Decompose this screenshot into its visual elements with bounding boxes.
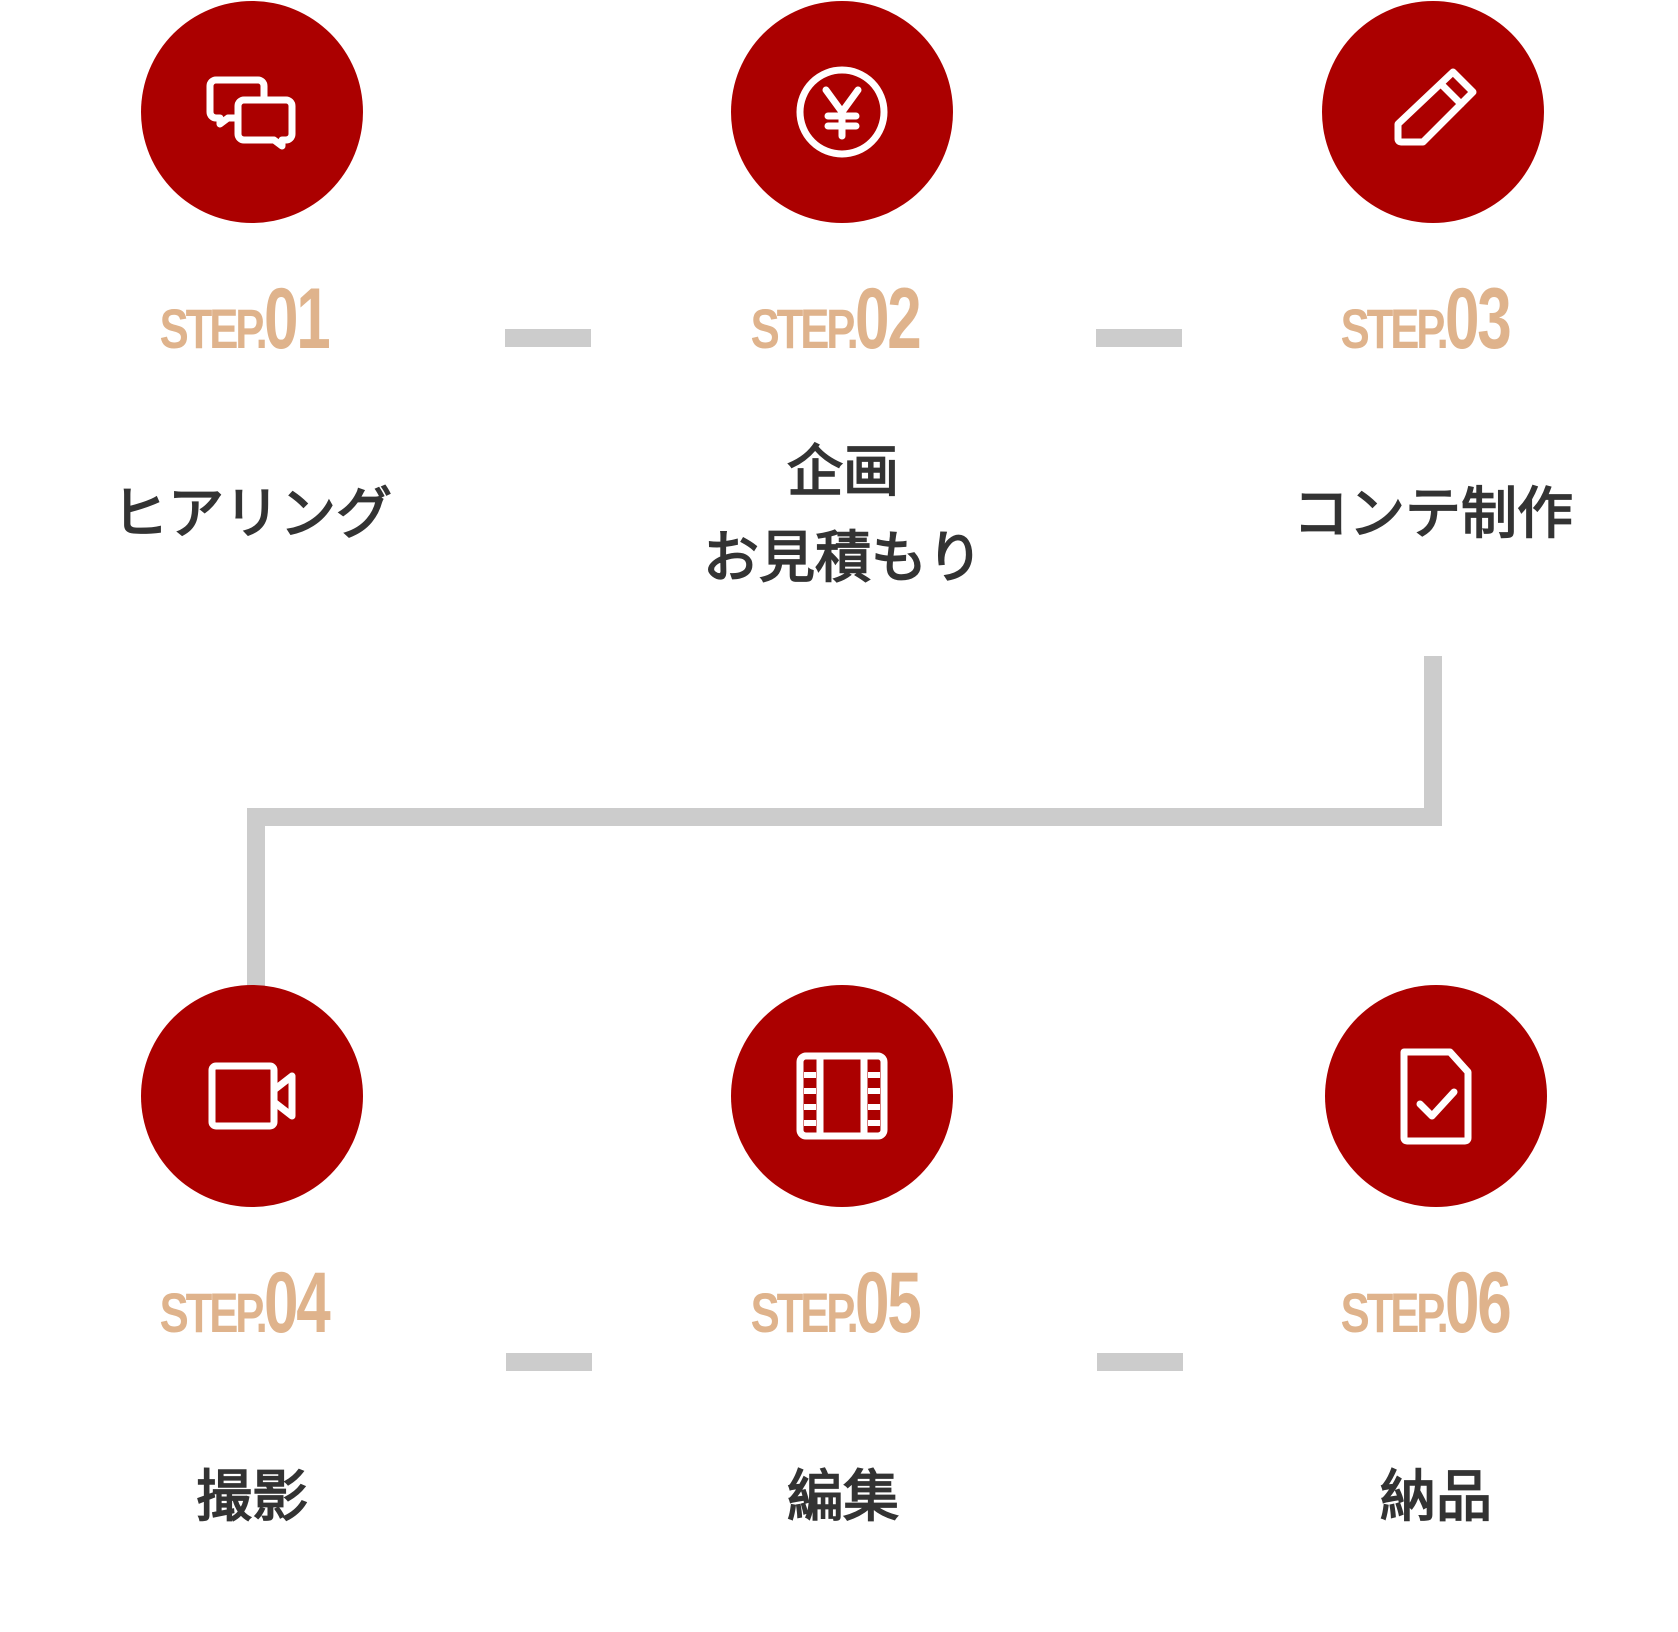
step-prefix: STEP. — [159, 1281, 267, 1344]
title-line: 撮影 — [196, 1465, 308, 1530]
step-01-title: ヒアリング — [42, 472, 462, 558]
title-line: 編集 — [787, 1465, 899, 1530]
yen-coin-icon — [796, 66, 888, 158]
film-strip-icon — [796, 1052, 888, 1140]
title-line: ヒアリング — [112, 482, 392, 547]
connector-01-02 — [505, 329, 591, 347]
connector-03-down — [1424, 656, 1442, 826]
step-03-title: コンテ制作 — [1223, 472, 1643, 558]
step-06-title: 納品 — [1226, 1455, 1646, 1541]
connector-02-03 — [1096, 329, 1182, 347]
step-prefix: STEP. — [159, 297, 267, 360]
title-line: 企画 — [787, 440, 899, 505]
step-number: 02 — [855, 271, 922, 367]
step-02-label: STEP.02 — [693, 276, 993, 362]
step-prefix: STEP. — [750, 297, 858, 360]
step-number: 05 — [855, 1255, 922, 1351]
connector-05-06 — [1097, 1353, 1183, 1371]
connector-04-down — [247, 808, 265, 986]
step-04-label: STEP.04 — [102, 1260, 402, 1346]
connector-04-05 — [506, 1353, 592, 1371]
step-prefix: STEP. — [1340, 297, 1448, 360]
video-camera-icon — [208, 1062, 296, 1130]
step-prefix: STEP. — [750, 1281, 858, 1344]
step-05-title: 編集 — [633, 1455, 1053, 1541]
title-line: 納品 — [1380, 1465, 1492, 1530]
step-number: 01 — [264, 271, 331, 367]
step-01-label: STEP.01 — [102, 276, 402, 362]
step-04-title: 撮影 — [42, 1455, 462, 1541]
title-line: コンテ制作 — [1293, 482, 1573, 547]
step-number: 06 — [1445, 1255, 1512, 1351]
step-02-title: 企画 お見積もり — [633, 430, 1053, 602]
step-number: 03 — [1445, 271, 1512, 367]
document-check-icon — [1400, 1048, 1472, 1145]
step-05-circle — [731, 985, 953, 1207]
connector-horizontal — [247, 808, 1442, 826]
step-01-circle — [141, 1, 363, 223]
step-02-circle — [731, 1, 953, 223]
step-prefix: STEP. — [1340, 1281, 1448, 1344]
title-line: お見積もり — [703, 526, 983, 591]
step-06-label: STEP.06 — [1283, 1260, 1583, 1346]
step-number: 04 — [264, 1255, 331, 1351]
pencil-icon — [1394, 68, 1477, 146]
step-06-circle — [1325, 985, 1547, 1207]
chat-bubbles-icon — [206, 76, 296, 150]
step-03-label: STEP.03 — [1283, 276, 1583, 362]
step-03-circle — [1322, 1, 1544, 223]
step-04-circle — [141, 985, 363, 1207]
step-05-label: STEP.05 — [693, 1260, 993, 1346]
